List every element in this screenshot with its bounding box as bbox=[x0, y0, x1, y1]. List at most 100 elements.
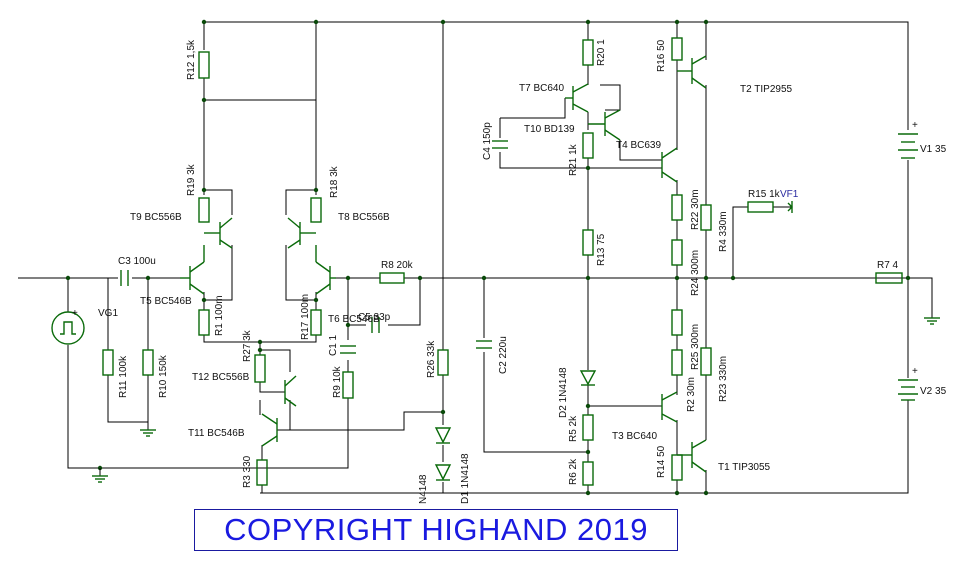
resistor-R8 bbox=[379, 272, 405, 284]
diode-D1-lower bbox=[434, 464, 452, 481]
label-N4148: N4148 bbox=[418, 474, 429, 504]
battery-V2: + bbox=[898, 366, 918, 401]
label-R24: R24 300m bbox=[690, 250, 701, 296]
resistor-R17 bbox=[310, 309, 322, 336]
label-T5: T5 BC546B bbox=[140, 296, 192, 307]
label-R4: R4 330m bbox=[718, 211, 729, 252]
resistor-R1 bbox=[198, 309, 210, 336]
resistor-R25 bbox=[671, 309, 683, 336]
label-T8: T8 BC556B bbox=[338, 212, 390, 223]
diodes bbox=[434, 370, 597, 481]
label-R22: R22 30m bbox=[690, 189, 701, 230]
label-R13: R13 75 bbox=[596, 233, 607, 266]
resistor-R4 bbox=[700, 204, 712, 231]
label-C5: C5 33p bbox=[358, 312, 391, 323]
label-R10: R10 150k bbox=[158, 354, 169, 398]
transistor-T2 bbox=[677, 55, 707, 89]
capacitor-C5 bbox=[371, 317, 380, 333]
resistor-R9 bbox=[342, 371, 354, 399]
label-R5: R5 2k bbox=[568, 415, 579, 442]
transistor-T3 bbox=[661, 391, 678, 423]
component-labels: R12 1,5k R19 3k R18 3k T9 BC556B T8 BC55… bbox=[98, 39, 947, 504]
diode-D2 bbox=[579, 370, 597, 386]
resistor-R6 bbox=[582, 461, 594, 486]
resistor-R27 bbox=[254, 354, 266, 383]
label-T1: T1 TIP3055 bbox=[718, 462, 771, 473]
resistor-R3 bbox=[256, 459, 268, 486]
transistor-T7 bbox=[565, 83, 589, 113]
label-T12: T12 BC556B bbox=[192, 372, 250, 383]
copyright-banner: COPYRIGHT HIGHAND 2019 bbox=[194, 509, 678, 551]
transistor-T11 bbox=[261, 413, 278, 447]
resistor-R15 bbox=[747, 201, 774, 213]
svg-text:+: + bbox=[72, 308, 78, 319]
transistor-T10 bbox=[588, 109, 621, 141]
label-R21: R21 1k bbox=[568, 143, 579, 176]
ground-icon bbox=[92, 468, 108, 483]
label-R27: R27 3k bbox=[242, 329, 253, 362]
probe-VF1 bbox=[787, 201, 793, 213]
label-R20: R20 1 bbox=[596, 39, 607, 66]
label-T10: T10 BD139 bbox=[524, 124, 575, 135]
label-R12: R12 1,5k bbox=[186, 39, 197, 80]
resistor-R24 bbox=[671, 239, 683, 266]
transistor-T6 bbox=[315, 245, 336, 295]
label-V2: V2 35 bbox=[920, 386, 947, 397]
label-R11: R11 100k bbox=[118, 355, 129, 398]
transistor-T9 bbox=[204, 217, 233, 249]
label-R6: R6 2k bbox=[568, 458, 579, 485]
resistor-R16 bbox=[671, 37, 683, 61]
capacitor-C4 bbox=[492, 140, 508, 149]
label-R17: R17 100m bbox=[300, 294, 311, 340]
resistor-R11 bbox=[102, 349, 114, 376]
label-R8: R8 20k bbox=[381, 260, 414, 271]
transistor-T5 bbox=[180, 245, 205, 295]
label-D1: D1 1N4148 bbox=[460, 453, 471, 504]
label-R3: R3 330 bbox=[242, 455, 253, 488]
label-R1: R1 100m bbox=[214, 295, 225, 336]
resistors bbox=[102, 37, 903, 486]
label-T3: T3 BC640 bbox=[612, 431, 657, 442]
resistor-R10 bbox=[142, 349, 154, 376]
capacitors bbox=[120, 140, 508, 354]
label-C4: C4 150p bbox=[482, 122, 493, 160]
label-T11: T11 BC546B bbox=[188, 428, 245, 439]
transistors bbox=[180, 55, 707, 473]
label-T6: T6 BC546B bbox=[328, 314, 380, 325]
label-R18: R18 3k bbox=[329, 165, 340, 198]
label-R16: R16 50 bbox=[656, 39, 667, 72]
resistor-R5 bbox=[582, 414, 594, 441]
junctions bbox=[65, 19, 911, 496]
capacitor-C1 bbox=[340, 345, 356, 354]
label-V1: V1 35 bbox=[920, 144, 947, 155]
resistor-R19 bbox=[198, 197, 210, 223]
resistor-R26 bbox=[437, 349, 449, 376]
label-T9: T9 BC556B bbox=[130, 212, 182, 223]
resistor-R21 bbox=[582, 132, 594, 159]
label-VF1: VF1 bbox=[780, 189, 799, 200]
label-T7: T7 BC640 bbox=[519, 83, 564, 94]
resistor-R12 bbox=[198, 51, 210, 79]
label-R19: R19 3k bbox=[186, 163, 197, 196]
resistor-R18 bbox=[310, 197, 322, 223]
label-C3: C3 100u bbox=[118, 256, 156, 267]
transistor-T4 bbox=[661, 147, 678, 183]
diode-D1-upper bbox=[434, 427, 452, 444]
ground-icon bbox=[924, 317, 940, 325]
transistor-T12 bbox=[284, 375, 297, 407]
resistor-R13 bbox=[582, 229, 594, 256]
label-C1: C1 1 bbox=[328, 334, 339, 356]
label-R14: R14 50 bbox=[656, 445, 667, 478]
resistor-R20 bbox=[582, 39, 594, 66]
label-T2: T2 TIP2955 bbox=[740, 84, 793, 95]
wires bbox=[18, 21, 933, 494]
svg-text:+: + bbox=[912, 120, 918, 131]
transistor-T1 bbox=[677, 439, 707, 473]
resistor-R23 bbox=[700, 347, 712, 376]
svg-text:+: + bbox=[912, 366, 918, 377]
label-T4: T4 BC639 bbox=[616, 140, 661, 151]
capacitor-C3 bbox=[120, 270, 129, 286]
label-R7: R7 4 bbox=[877, 260, 899, 271]
label-R25: R25 300m bbox=[690, 324, 701, 370]
